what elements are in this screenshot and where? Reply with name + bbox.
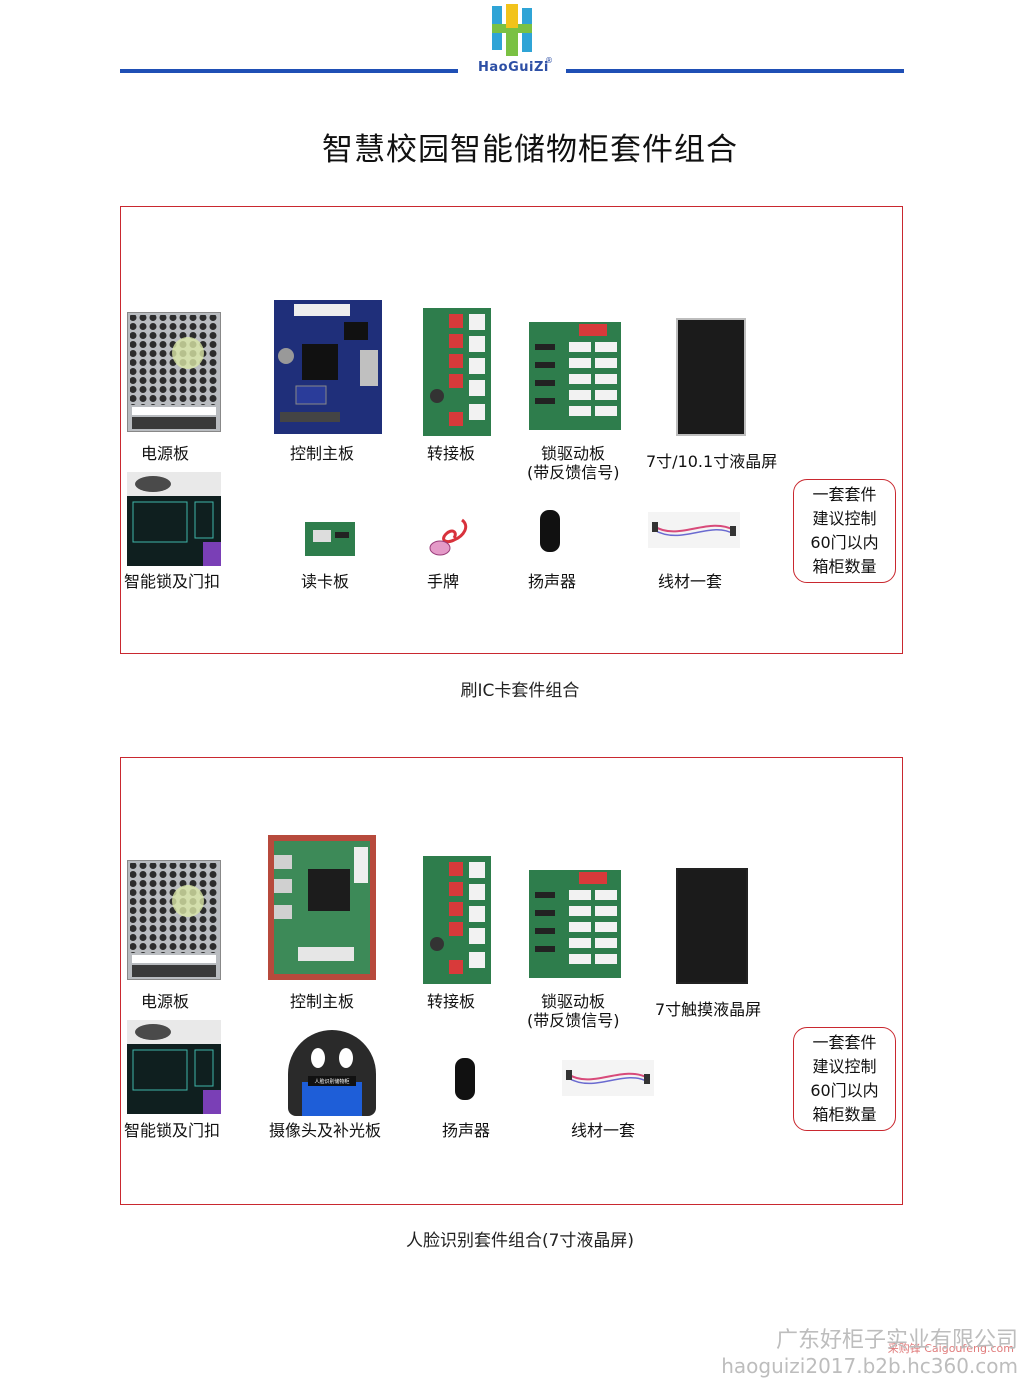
brand-logo: HaoGuiZi ®	[472, 2, 562, 78]
adapter-board-icon	[430, 862, 485, 974]
main-board-icon	[278, 304, 378, 422]
logo-mark-icon	[492, 4, 532, 56]
kit-ic-note: 一套套件 建议控制 60门以内 箱柜数量	[793, 479, 896, 583]
note-line: 建议控制	[812, 1057, 877, 1076]
label-cables: 线材一套	[571, 1121, 636, 1140]
note-line: 60门以内	[810, 1081, 879, 1100]
header-line-left	[120, 69, 458, 73]
speaker-image	[540, 510, 560, 552]
power-board-image	[127, 860, 221, 980]
power-board-icon	[130, 315, 218, 429]
card-reader-icon	[313, 530, 349, 542]
watermark: 广东好柜子实业有限公司 haoguizi2017.b2b.hc360.com	[721, 1328, 1018, 1378]
main-board-image	[274, 300, 382, 434]
lcd-screen-image	[676, 318, 746, 436]
lock-driver-board-icon	[535, 872, 617, 964]
touch-lcd-image	[676, 868, 748, 984]
label-smart-lock: 智能锁及门扣	[124, 1121, 221, 1140]
header-line-right	[566, 69, 904, 73]
power-board-icon	[130, 863, 218, 977]
camera-screen-text: 人脸识别储物柜	[314, 1079, 350, 1085]
label-smart-lock: 智能锁及门扣	[124, 572, 221, 591]
speaker-image	[455, 1058, 475, 1100]
cables-icon	[562, 1060, 654, 1096]
label-adapter-board: 转接板	[427, 444, 476, 463]
kit-face-frame	[120, 757, 903, 1205]
watermark-company: 广东好柜子实业有限公司	[775, 1328, 1018, 1353]
kit-face-note: 一套套件 建议控制 60门以内 箱柜数量	[793, 1027, 896, 1131]
smart-lock-icon	[127, 1020, 221, 1114]
wristband-icon	[429, 518, 468, 556]
label-main-board: 控制主板	[290, 444, 355, 463]
camera-icon	[302, 1048, 362, 1116]
label-adapter-board: 转接板	[427, 992, 476, 1011]
lock-driver-board-icon	[535, 324, 617, 416]
label-touch-lcd: 7寸触摸液晶屏	[655, 1000, 762, 1019]
label-main-board: 控制主板	[290, 992, 355, 1011]
label-power-board: 电源板	[141, 992, 190, 1011]
label-speaker: 扬声器	[442, 1121, 491, 1140]
lock-driver-board-image	[529, 322, 621, 430]
label-camera: 摄像头及补光板	[269, 1121, 382, 1140]
page-title: 智慧校园智能储物柜套件组合	[322, 132, 738, 168]
main-board-image	[268, 835, 376, 980]
note-line: 箱柜数量	[812, 1105, 877, 1124]
label-lock-driver-line2: (带反馈信号)	[527, 1011, 620, 1030]
label-lock-driver-line2: (带反馈信号)	[527, 463, 620, 482]
note-line: 建议控制	[812, 509, 877, 528]
note-line: 一套套件	[812, 1033, 877, 1052]
smart-lock-image	[127, 1020, 221, 1114]
adapter-board-image	[423, 856, 491, 984]
label-wristband: 手牌	[427, 572, 460, 591]
label-lock-driver-line1: 锁驱动板	[541, 992, 606, 1011]
lock-driver-board-image	[529, 870, 621, 978]
smart-lock-image	[127, 472, 221, 566]
logo-text: HaoGuiZi	[478, 60, 549, 75]
smart-lock-icon	[127, 472, 221, 566]
adapter-board-icon	[430, 314, 485, 426]
note-line: 60门以内	[810, 533, 879, 552]
adapter-board-image	[423, 308, 491, 436]
power-board-image	[127, 312, 221, 432]
card-reader-image	[305, 522, 355, 556]
label-lcd-screen: 7寸/10.1寸液晶屏	[646, 452, 778, 471]
note-line: 一套套件	[812, 485, 877, 504]
label-lock-driver-line1: 锁驱动板	[541, 444, 606, 463]
note-line: 箱柜数量	[812, 557, 877, 576]
watermark-url: haoguizi2017.b2b.hc360.com	[721, 1354, 1018, 1378]
kit-ic-caption: 刷IC卡套件组合	[460, 681, 580, 701]
logo-registered-mark: ®	[545, 56, 553, 65]
label-card-reader: 读卡板	[301, 572, 350, 591]
main-board-icon	[274, 841, 370, 974]
kit-face-caption: 人脸识别套件组合(7寸液晶屏)	[405, 1231, 635, 1251]
label-speaker: 扬声器	[528, 572, 577, 591]
label-power-board: 电源板	[141, 444, 190, 463]
kit-ic-frame	[120, 206, 903, 654]
cables-icon	[648, 512, 740, 548]
watermark-small: 采购锋 Caigoufeng.com	[887, 1342, 1014, 1355]
camera-module-image: 人脸识别储物柜	[288, 1030, 376, 1116]
label-cables: 线材一套	[658, 572, 723, 591]
